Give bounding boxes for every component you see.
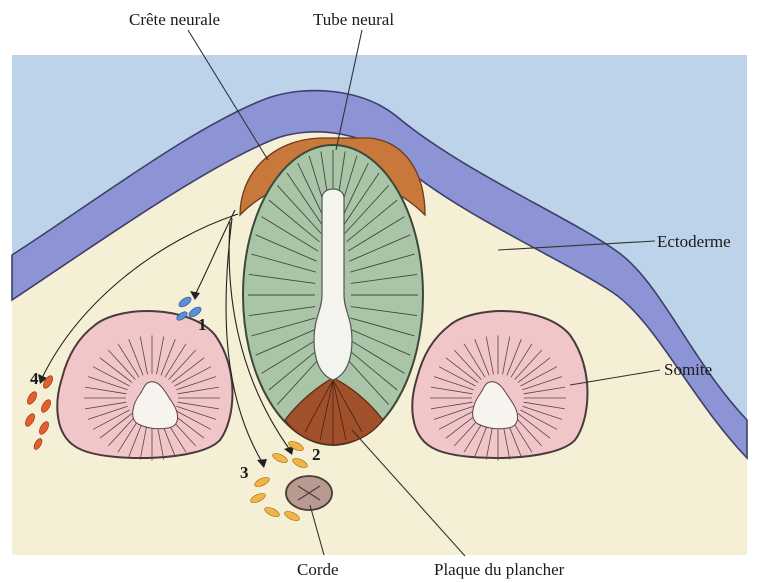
- pathway-number-1: 1: [198, 315, 207, 334]
- label-ectoderme: Ectoderme: [657, 232, 731, 251]
- label-crete-neurale: Crête neurale: [129, 10, 220, 29]
- pathway-number-3: 3: [240, 463, 249, 482]
- pathway-number-4: 4: [30, 369, 39, 388]
- label-tube-neural: Tube neural: [313, 10, 394, 29]
- pathway-number-2: 2: [312, 445, 321, 464]
- label-plaque-du-plancher: Plaque du plancher: [434, 560, 565, 579]
- label-somite: Somite: [664, 360, 712, 379]
- label-corde: Corde: [297, 560, 339, 579]
